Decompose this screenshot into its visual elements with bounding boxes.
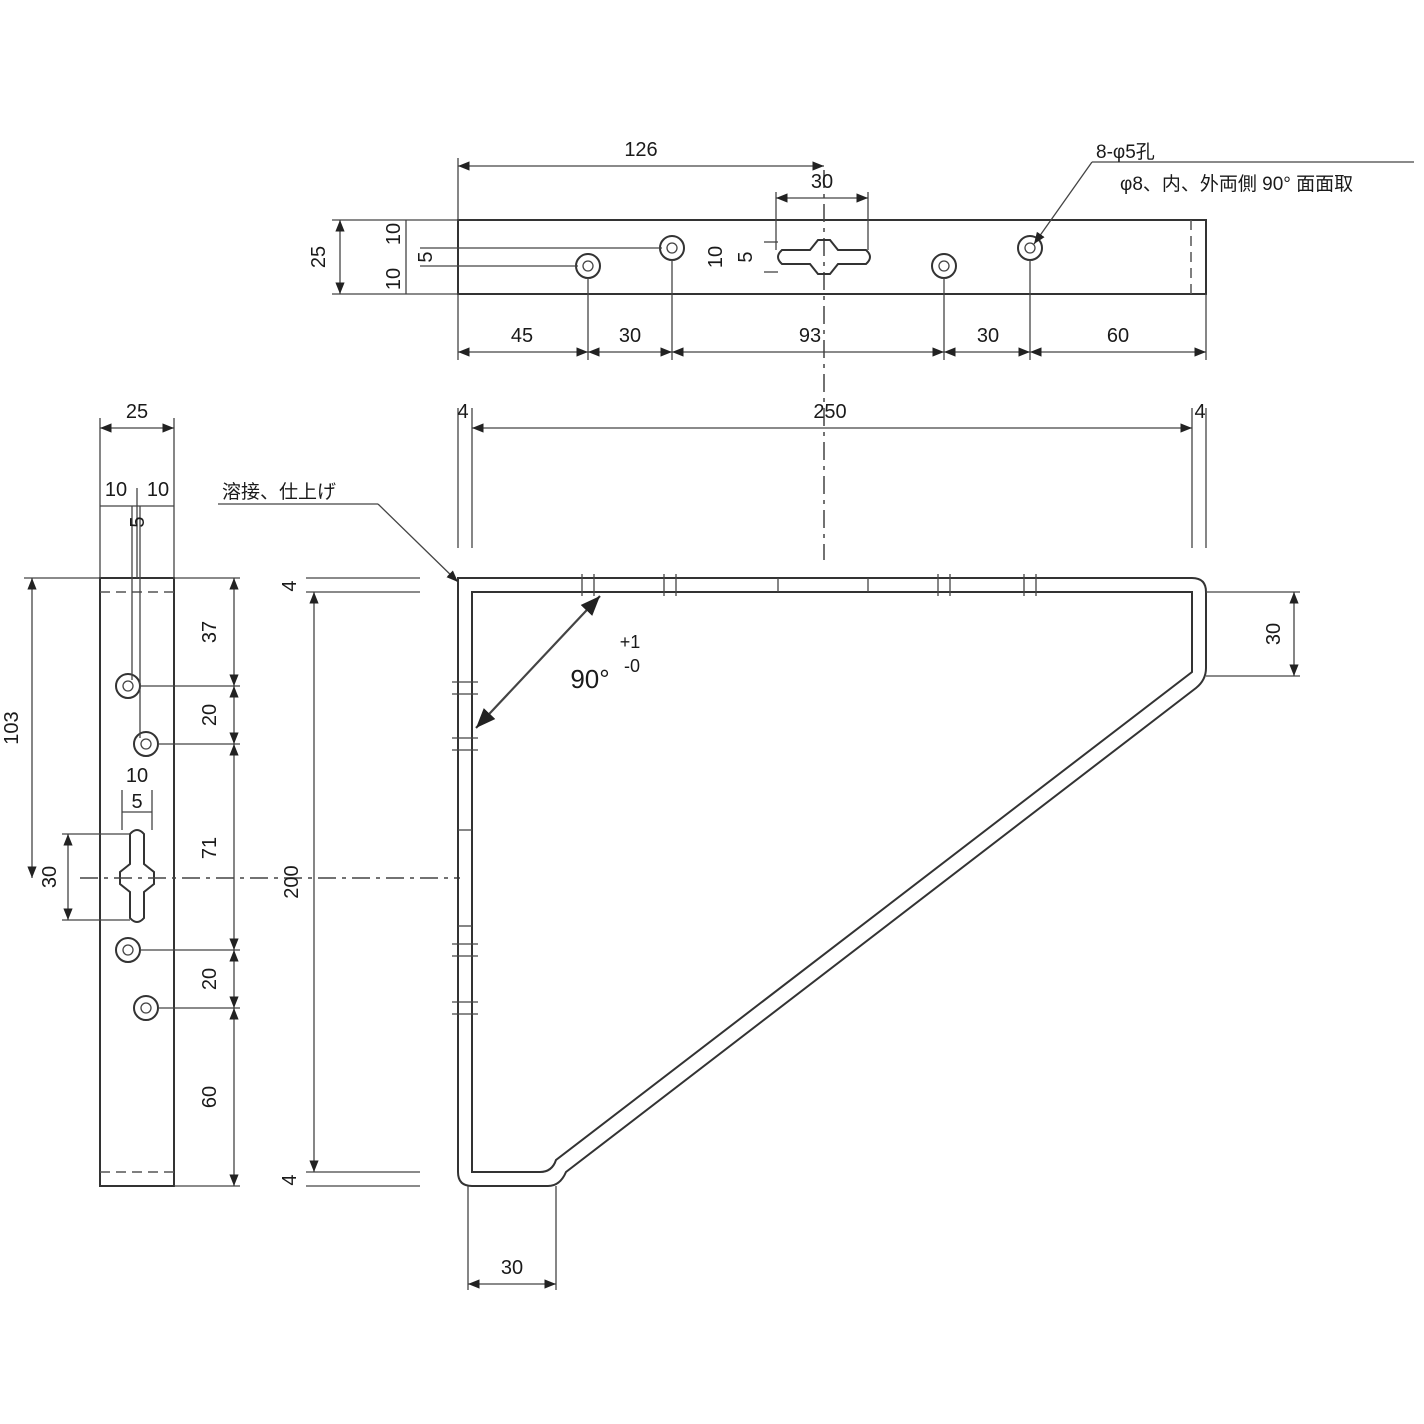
angle-tol-minus: -0 — [624, 656, 640, 676]
dim-seg-20a: 20 — [199, 704, 221, 726]
dim-side-width-25: 25 — [126, 401, 148, 423]
top-view: 126 30 25 10 10 5 10 5 45 30 93 30 60 8-… — [308, 139, 1414, 560]
dim-seg-37: 37 — [199, 621, 221, 643]
dim-seg-20b: 20 — [199, 968, 221, 990]
dim-left-4: 4 — [457, 401, 468, 423]
dim-lower-10: 10 — [383, 268, 405, 290]
dim-upper-10: 10 — [383, 223, 405, 245]
dim-seg-45: 45 — [511, 325, 533, 347]
dim-seg-60: 60 — [199, 1086, 221, 1108]
bracket-outer-contour — [457, 577, 1207, 1187]
dim-slot-10: 10 — [705, 246, 727, 268]
weld-marks-top — [581, 574, 1037, 596]
angle-tol-plus: +1 — [620, 632, 641, 652]
dim-side-slot-5: 5 — [131, 791, 142, 813]
countersunk-hole — [133, 731, 159, 757]
dim-126: 126 — [624, 139, 657, 161]
weld-note: 溶接、仕上げ — [222, 481, 336, 503]
dim-seg-60: 60 — [1107, 325, 1129, 347]
keyhole-slot — [777, 239, 871, 275]
dim-span-250: 250 — [813, 401, 846, 423]
angle-label: 90° — [570, 664, 609, 694]
dim-height-200: 200 — [281, 865, 303, 898]
dim-side-slot-10: 10 — [126, 765, 148, 787]
side-view: 25 10 10 5 37 20 71 20 60 103 30 10 5 — [1, 401, 460, 1187]
dim-top-4: 4 — [279, 580, 301, 591]
dim-span-103: 103 — [1, 711, 23, 744]
countersunk-hole — [115, 937, 141, 963]
countersunk-hole — [659, 235, 685, 261]
weld-marks-left — [452, 681, 478, 1015]
countersunk-hole — [575, 253, 601, 279]
dim-side-right-10: 10 — [147, 479, 169, 501]
top-plate-outline — [457, 219, 1207, 295]
dim-bottom-4: 4 — [279, 1174, 301, 1185]
dim-side-offset-5: 5 — [127, 516, 149, 527]
hole-note-line1: 8-φ5孔 — [1096, 141, 1155, 163]
dim-right-4: 4 — [1194, 401, 1205, 423]
dim-slot-5: 5 — [735, 251, 757, 262]
dim-seg-30a: 30 — [619, 325, 641, 347]
dim-side-left-10: 10 — [105, 479, 127, 501]
countersunk-hole — [133, 995, 159, 1021]
dim-seg-93: 93 — [799, 325, 821, 347]
hole-note-line2: φ8、内、外両側 90° 面面取 — [1120, 173, 1353, 195]
dim-foot-30-bottom: 30 — [501, 1257, 523, 1279]
dim-slot-30: 30 — [811, 171, 833, 193]
angle-arrow — [475, 595, 601, 729]
dim-foot-30-right: 30 — [1263, 623, 1285, 645]
bracket-inner-contour — [471, 591, 1193, 1173]
countersunk-hole — [931, 253, 957, 279]
front-view: 4 250 4 溶接、仕上げ 4 200 4 90° +1 -0 30 30 — [218, 401, 1300, 1290]
countersunk-hole — [1017, 235, 1043, 261]
dim-side-slot-30: 30 — [39, 866, 61, 888]
keyhole-slot-vertical — [119, 829, 155, 923]
dim-seg-30b: 30 — [977, 325, 999, 347]
dim-height-25: 25 — [308, 246, 330, 268]
dim-seg-71: 71 — [199, 837, 221, 859]
dim-offset-5: 5 — [415, 251, 437, 262]
countersunk-hole — [115, 673, 141, 699]
side-plate-outline — [99, 577, 175, 1187]
